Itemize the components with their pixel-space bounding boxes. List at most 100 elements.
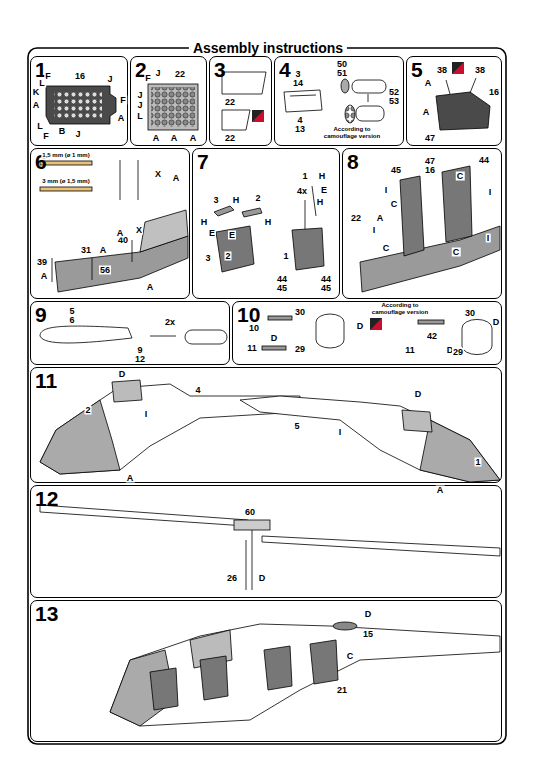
part-callout: 11: [246, 344, 258, 353]
part-callout: 30: [294, 308, 306, 317]
part-callout: A: [152, 134, 161, 143]
step-number: 10: [237, 304, 260, 325]
note-text: According to camouflage version: [317, 126, 387, 140]
part-callout: D: [414, 390, 423, 399]
part-callout: D: [356, 322, 365, 331]
part-callout: I: [384, 186, 389, 195]
note-text: 1,5 mm (ø 1 mm): [41, 152, 90, 159]
part-callout: A: [32, 101, 41, 110]
part-callout: 22: [224, 134, 236, 143]
part-callout: 44: [276, 275, 288, 284]
step-number: 11: [35, 370, 57, 391]
part-callout: H: [232, 196, 241, 205]
part-callout: D: [364, 610, 373, 619]
part-callout: A: [99, 246, 108, 255]
part-callout: 44: [320, 275, 332, 284]
part-callout: J: [154, 69, 161, 78]
step-panel: 9: [30, 301, 230, 365]
part-callout: 14: [292, 79, 304, 88]
part-callout: 56: [99, 266, 111, 275]
part-callout: 45: [276, 284, 288, 293]
part-callout: 11: [404, 346, 416, 355]
parts: [40, 62, 500, 726]
part-callout: A: [117, 114, 126, 123]
part-callout: 26: [226, 574, 238, 583]
part-callout: K: [32, 88, 41, 97]
part-callout: 3: [294, 70, 301, 79]
part-callout: L: [38, 79, 46, 88]
part-callout: J: [106, 75, 113, 84]
part-callout: 3: [204, 254, 211, 263]
part-callout: 22: [224, 98, 236, 107]
part-callout: A: [422, 108, 431, 117]
step-panel: 13: [30, 600, 502, 742]
part-callout: 38: [436, 66, 448, 75]
part-callout: I: [372, 226, 377, 235]
part-callout: A: [172, 174, 181, 183]
part-callout: D: [492, 318, 501, 327]
part-callout: E: [228, 231, 236, 240]
part-callout: I: [486, 234, 491, 243]
part-callout: 13: [294, 125, 306, 134]
part-callout: 29: [452, 348, 464, 357]
part-callout: H: [318, 172, 327, 181]
step-number: 13: [35, 603, 58, 624]
part-callout: 2: [224, 252, 231, 261]
part-callout: 9: [136, 346, 143, 355]
part-callout: L: [136, 112, 144, 121]
part-callout: 1: [474, 458, 481, 467]
part-callout: J: [74, 130, 81, 139]
part-callout: 5: [68, 307, 75, 316]
part-callout: 1: [282, 252, 289, 261]
part-callout: L: [36, 122, 44, 131]
step-number: 3: [214, 59, 226, 80]
part-callout: C: [452, 248, 461, 257]
part-callout: B: [58, 127, 67, 136]
part-callout: X: [154, 170, 162, 179]
part-callout: H: [200, 218, 209, 227]
part-callout: 4x: [296, 187, 308, 196]
outer-frame: [28, 48, 506, 744]
part-callout: 15: [362, 630, 374, 639]
part-callout: J: [136, 101, 143, 110]
part-callout: D: [118, 370, 127, 379]
part-callout: X: [135, 226, 143, 235]
part-callout: 12: [134, 355, 146, 364]
step-panel: 11: [30, 367, 502, 483]
part-callout: 30: [464, 309, 476, 318]
part-callout: 6: [68, 316, 75, 325]
part-callout: 10: [248, 324, 260, 333]
part-callout: 21: [336, 686, 348, 695]
part-callout: 3: [212, 196, 219, 205]
part-callout: 1: [301, 172, 308, 181]
part-callout: I: [144, 410, 149, 419]
part-callout: A: [189, 134, 198, 143]
part-callout: 16: [74, 72, 86, 81]
part-callout: A: [170, 134, 179, 143]
part-callout: 53: [388, 97, 400, 106]
part-callout: A: [376, 214, 385, 223]
part-callout: 16: [424, 166, 436, 175]
part-callout: 22: [350, 214, 362, 223]
part-callout: D: [270, 334, 279, 343]
part-callout: 2: [254, 194, 261, 203]
part-callout: 5: [293, 422, 300, 431]
part-callout: 42: [426, 332, 438, 341]
part-callout: 44: [478, 156, 490, 165]
part-callout: 2x: [164, 318, 176, 327]
part-callout: I: [338, 428, 343, 437]
step-number: 4: [279, 59, 291, 80]
part-callout: 51: [336, 69, 348, 78]
step-panel: 5: [406, 56, 502, 146]
part-callout: A: [146, 283, 155, 292]
part-callout: 38: [474, 66, 486, 75]
part-callout: 60: [244, 508, 256, 517]
part-callout: 16: [488, 88, 500, 97]
part-callout: C: [382, 244, 391, 253]
part-callout: 52: [388, 88, 400, 97]
part-callout: F: [119, 96, 127, 105]
part-callout: 4: [194, 386, 201, 395]
step-number: 12: [35, 488, 58, 509]
part-callout: 39: [36, 258, 48, 267]
